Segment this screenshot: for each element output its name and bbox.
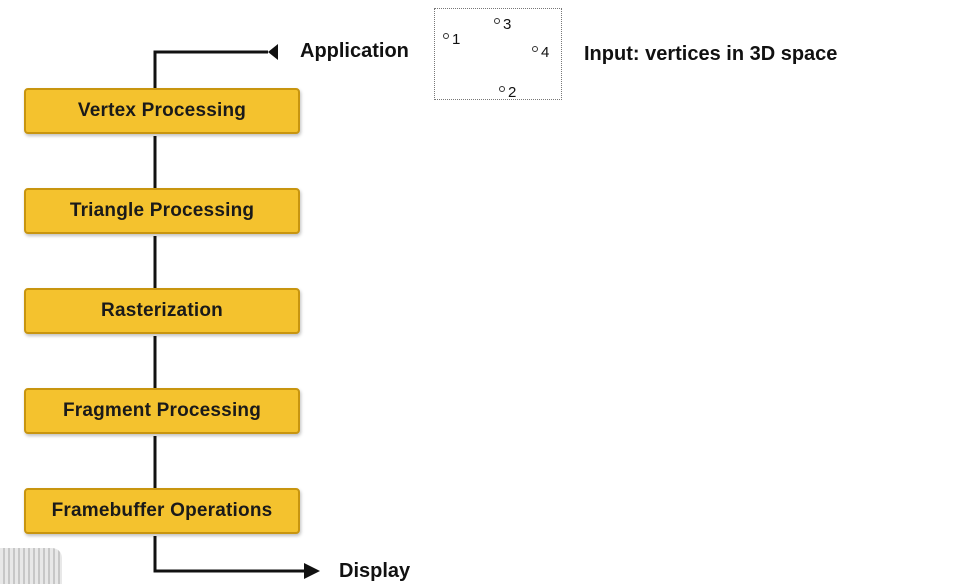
vertex-1-label: 1 bbox=[452, 31, 461, 48]
application-connector bbox=[153, 50, 268, 88]
stage-framebuffer-operations: Framebuffer Operations bbox=[24, 488, 300, 534]
vertex-dot-icon bbox=[494, 18, 500, 24]
display-connector bbox=[153, 536, 306, 573]
application-arrowhead bbox=[268, 44, 278, 60]
vertex-1: 1 bbox=[443, 32, 460, 47]
application-label: Application bbox=[300, 40, 409, 62]
vertex-4-label: 4 bbox=[541, 44, 550, 61]
vertex-dot-icon bbox=[499, 86, 505, 92]
vertex-2: 2 bbox=[499, 85, 516, 100]
vertex-dot-icon bbox=[532, 46, 538, 52]
input-label: Input: vertices in 3D space bbox=[584, 43, 838, 65]
corner-object-decoration bbox=[0, 548, 62, 584]
stage-vertex-processing: Vertex Processing bbox=[24, 88, 300, 134]
display-arrowhead bbox=[304, 563, 320, 579]
vertex-dot-icon bbox=[443, 33, 449, 39]
vertex-4: 4 bbox=[532, 45, 549, 60]
vertex-3-label: 3 bbox=[503, 16, 512, 33]
display-label: Display bbox=[339, 560, 411, 582]
vertex-input-box: 1 2 3 4 bbox=[434, 8, 562, 100]
stage-rasterization: Rasterization bbox=[24, 288, 300, 334]
vertex-2-label: 2 bbox=[508, 84, 517, 101]
stage-fragment-processing: Fragment Processing bbox=[24, 388, 300, 434]
stage-triangle-processing: Triangle Processing bbox=[24, 188, 300, 234]
vertex-3: 3 bbox=[494, 17, 511, 32]
